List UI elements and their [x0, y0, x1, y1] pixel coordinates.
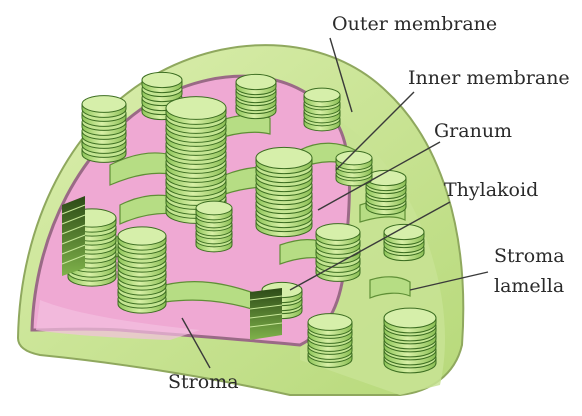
label-stroma-lamella-line1: Stroma — [494, 245, 565, 267]
label-stroma-lamella-line2: lamella — [494, 275, 564, 297]
thylakoid-disc-top — [142, 72, 182, 87]
granum-stack — [304, 88, 340, 131]
label-inner-membrane: Inner membrane — [408, 67, 570, 89]
granum-stack — [384, 224, 424, 260]
thylakoid-disc-top — [336, 151, 372, 165]
label-thylakoid: Thylakoid — [444, 179, 538, 201]
thylakoid-disc-top — [304, 88, 340, 102]
granum-stack — [336, 151, 372, 186]
thylakoid-disc-top — [316, 224, 360, 241]
label-outer-membrane: Outer membrane — [332, 13, 497, 35]
thylakoid-cut-center — [250, 288, 282, 340]
thylakoid-disc-top — [256, 147, 312, 168]
label-granum: Granum — [434, 120, 512, 142]
granum-stack — [308, 314, 352, 368]
label-stroma: Stroma — [168, 371, 239, 393]
granum-stack — [236, 74, 276, 118]
thylakoid-disc-top — [384, 308, 436, 328]
thylakoid-disc-top — [118, 227, 166, 245]
thylakoid-disc-top — [196, 201, 232, 215]
granum-stack — [118, 227, 166, 313]
thylakoid-disc-top — [82, 96, 126, 113]
granum-stack — [196, 201, 232, 252]
granum-stack — [256, 147, 312, 236]
granum-stack — [384, 308, 436, 373]
thylakoid-disc-top — [236, 74, 276, 89]
thylakoid-disc-top — [166, 97, 226, 120]
thylakoid-disc-top — [308, 314, 352, 331]
thylakoid-cut-left — [62, 196, 85, 276]
granum-stack — [82, 96, 126, 163]
